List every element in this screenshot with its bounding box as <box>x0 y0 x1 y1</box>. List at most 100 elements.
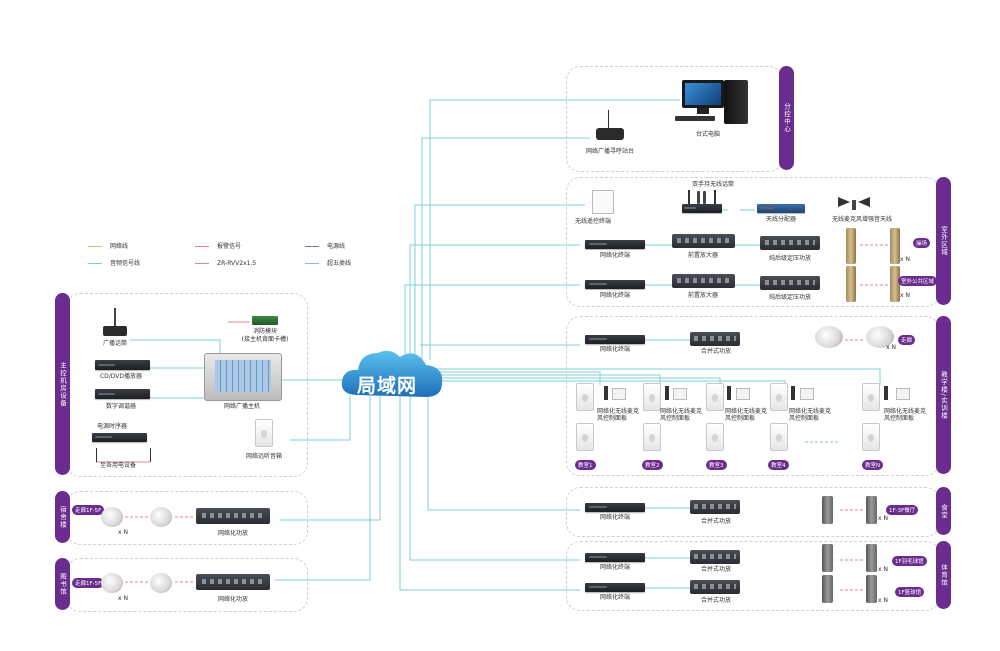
label-line-amp-1: 纯后级定压功放 <box>768 255 812 262</box>
legend-label-rvv: ZR-RVV2x1.5 <box>217 260 257 267</box>
mixer-amp-icon-4 <box>690 580 740 594</box>
tag-gym-2: 1F篮球馆 <box>895 587 925 597</box>
classroom-mic-n <box>884 386 888 400</box>
line-mic-host <box>130 339 221 355</box>
gym-speaker-1 <box>822 544 833 572</box>
label-fire-module-sub: (接主机背面卡槽) <box>241 336 289 343</box>
tag-canteen: 1F-3F餐厅 <box>886 505 919 515</box>
column-speaker-2 <box>890 228 900 264</box>
label-seq-power: 电源时序器 <box>96 423 128 430</box>
tag-classroom-n: 教室N <box>862 460 884 470</box>
gym-speaker-3 <box>822 575 833 603</box>
tab-control-center: 分控中心 <box>779 66 794 170</box>
xn-library: x N <box>118 595 128 602</box>
tab-outdoor: 室外区域 <box>936 177 951 305</box>
line-to-outdoor1 <box>409 244 580 360</box>
canteen-speaker-1 <box>822 496 833 524</box>
label-net-speaker: 网络远听音箱 <box>245 453 283 460</box>
dorm-ceiling-speaker-2 <box>150 507 172 527</box>
net-terminal-icon-1 <box>585 240 645 249</box>
label-wmic-panel-4: 网络化无线麦克风控制面板 <box>789 408 832 423</box>
label-mixer-amp-4: 合并式功放 <box>700 597 732 604</box>
label-dorm-net-amp: 网络化功放 <box>217 530 249 537</box>
handheld-mic-2 <box>703 191 706 204</box>
column-speaker-3 <box>846 266 856 302</box>
antenna-right <box>714 190 716 204</box>
gym-speaker-4 <box>866 575 877 603</box>
line-to-computer <box>429 99 680 360</box>
label-computer: 台式电脑 <box>695 131 721 138</box>
lib-ceiling-speaker-1 <box>101 573 123 593</box>
label-net-term-4: 网络化终端 <box>599 514 631 521</box>
tag-corridor: 走廊 <box>898 335 916 345</box>
tag-public-area: 室外公共区域 <box>898 276 938 286</box>
column-speaker-1 <box>846 228 856 264</box>
tag-gym-1: 1F羽毛球馆 <box>892 556 927 566</box>
column-speaker-4 <box>890 266 900 302</box>
classroom-speaker-2a <box>643 383 661 411</box>
line-to-netspeaker <box>290 395 351 441</box>
monitor-stand <box>697 108 709 114</box>
desktop-computer-icon <box>682 80 724 108</box>
preamp-icon-2 <box>672 274 735 288</box>
handheld-mic-1 <box>697 191 700 204</box>
zone-canteen <box>566 487 940 537</box>
xn-outdoor-2: x N <box>900 292 910 299</box>
label-to-power: 至各用电设备 <box>99 462 137 469</box>
line-amp-icon-1 <box>760 236 820 250</box>
label-remote-term: 无线遥控终端 <box>575 218 612 225</box>
line-to-remote <box>414 204 585 360</box>
classroom-speaker-3a <box>706 383 724 411</box>
classroom-mic-2 <box>665 386 669 400</box>
xn-gym-2: x N <box>878 597 888 604</box>
mic-gooseneck <box>608 110 609 128</box>
label-wmic-panel-1: 网络化无线麦克风控制面板 <box>597 408 640 423</box>
label-wmic-panel-3: 网络化无线麦克风控制面板 <box>725 408 768 423</box>
classroom-panel-3 <box>736 388 750 400</box>
line-to-classN <box>420 368 881 385</box>
line-to-class2 <box>420 374 661 385</box>
label-mixer-amp-1: 合并式功放 <box>700 348 732 355</box>
tag-classroom-1: 教室1 <box>575 460 596 470</box>
classroom-panel-1 <box>612 388 626 400</box>
mixer-amp-icon-3 <box>690 550 740 564</box>
tab-dorm: 宿舍楼 <box>55 491 70 543</box>
tag-dorm-floor: 走廊1F-5F <box>72 505 105 515</box>
label-net-term-5: 网络化终端 <box>599 564 631 571</box>
net-terminal-icon-3 <box>585 335 645 344</box>
tag-track: 操场 <box>913 238 931 248</box>
label-call-station: 网络广播寻呼站台 <box>585 148 635 155</box>
cd-player-icon <box>95 360 150 370</box>
label-line-amp-2: 纯后级定压功放 <box>768 294 812 301</box>
line-to-outdoor2 <box>404 284 580 360</box>
ceiling-speaker-2 <box>866 326 894 348</box>
tag-lib-floor: 走廊1F-5F <box>72 578 105 588</box>
classroom-panel-4 <box>800 388 814 400</box>
label-host: 网络广播主机 <box>223 403 261 410</box>
label-net-term-3: 网络化终端 <box>599 346 631 353</box>
net-terminal-icon-5 <box>585 553 645 562</box>
label-paging-mic: 广播话筒 <box>102 340 128 347</box>
classroom-speaker-1b <box>576 423 594 451</box>
legend-label-power: 电源线 <box>327 243 346 250</box>
legend-swatch-power <box>305 246 319 247</box>
paging-mic-icon <box>103 326 127 336</box>
host-rack-icon <box>204 353 282 401</box>
legend-label-audio: 音频信号线 <box>110 260 141 267</box>
line-to-dorm <box>280 395 381 521</box>
tuner-icon <box>95 389 150 399</box>
net-speaker-icon <box>255 419 273 447</box>
line-to-library <box>275 395 371 581</box>
tab-library: 图书馆 <box>55 558 70 610</box>
tab-canteen: 食堂 <box>936 487 951 535</box>
tag-classroom-4: 教室4 <box>768 460 789 470</box>
label-fire-module: 消防模块 <box>252 328 278 335</box>
label-net-term-1: 网络化终端 <box>599 252 631 259</box>
paging-mic-neck <box>114 308 116 326</box>
line-to-gym1 <box>409 395 580 561</box>
label-mixer-amp-2: 合并式功放 <box>700 518 732 525</box>
legend-swatch-audio <box>88 263 102 264</box>
label-net-term-6: 网络化终端 <box>599 594 631 601</box>
